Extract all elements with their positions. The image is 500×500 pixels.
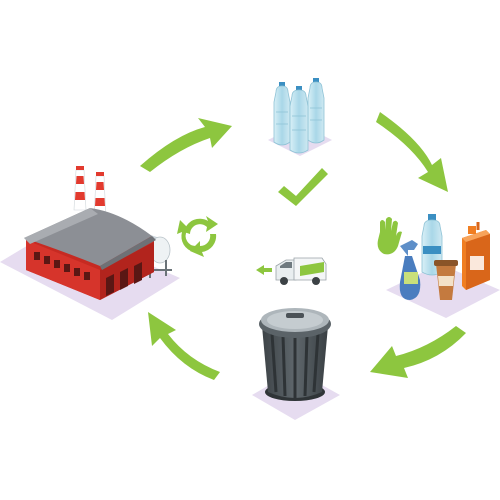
arrow-can-to-factory (148, 312, 220, 380)
plastic-bottles-icon (273, 78, 325, 154)
recycling-factory-icon (24, 166, 172, 300)
garbage-truck-icon (256, 257, 327, 285)
rubber-glove-icon (377, 217, 402, 255)
spray-bottle-icon (399, 240, 421, 300)
arrow-waste-to-can (370, 326, 466, 378)
arrow-factory-to-bottles (140, 118, 232, 172)
check-mark-icon (278, 168, 328, 206)
trash-can-icon (259, 308, 331, 401)
paper-cup-icon (434, 260, 458, 300)
household-plastic-waste-icon (377, 214, 490, 300)
recycle-arrows-icon (177, 216, 218, 257)
arrow-bottles-to-waste (376, 112, 448, 192)
plastic-jug-icon (462, 222, 490, 290)
factory-chimneys (73, 166, 107, 221)
